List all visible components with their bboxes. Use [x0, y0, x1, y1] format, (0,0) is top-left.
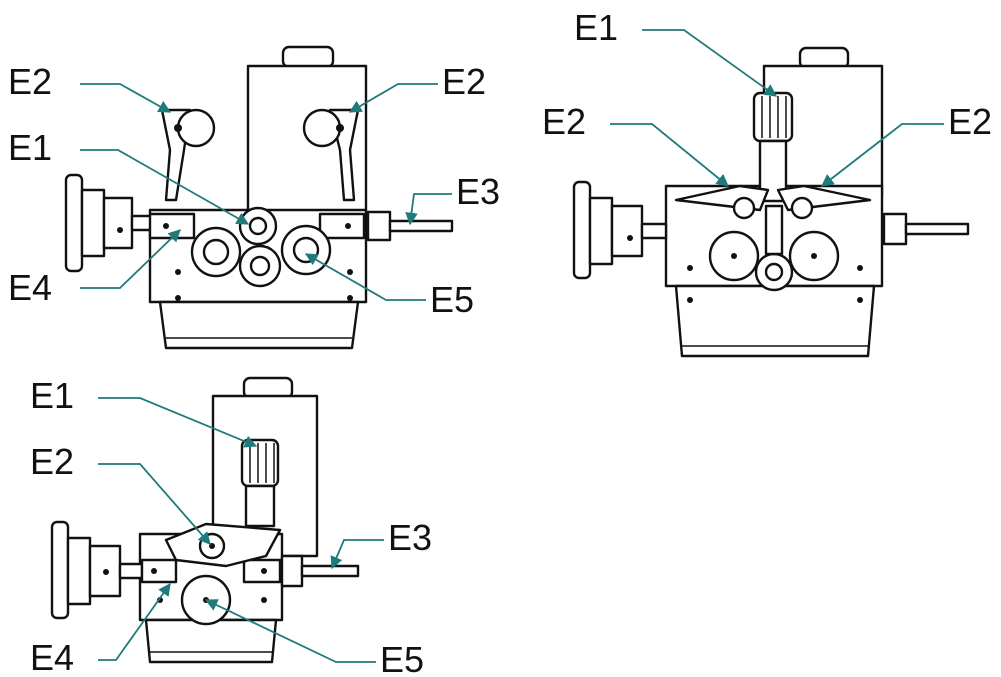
view-dual-arm: [64, 45, 454, 350]
inlet-fitting: [64, 173, 154, 273]
label-drive-roller: E5: [430, 279, 474, 320]
label-drive-roller: E5: [380, 639, 424, 677]
label-wire-outlet: E3: [456, 171, 500, 212]
wire-outlet: [366, 210, 454, 242]
wire-outlet: [882, 212, 970, 246]
view-single-knob: [572, 46, 970, 358]
label-wire-guide: E4: [30, 637, 74, 677]
label-pressure-arm: E2: [30, 441, 74, 482]
drive-roller-group: [190, 206, 332, 288]
view-compact: [50, 376, 360, 664]
callout-labels: E2 E2 E1 E3 E4 E5 E1 E2 E2 E1 E2 E3 E4 E…: [8, 7, 992, 677]
pressure-arm-right: [302, 108, 360, 202]
label-feed-roll-knob: E1: [574, 7, 618, 48]
label-pressure-arm-right: E2: [442, 61, 486, 102]
feed-roll-knob: [752, 91, 794, 203]
label-pressure-arm-left: E2: [542, 101, 586, 142]
wire-guide: [140, 558, 282, 584]
leader-lines: [80, 29, 944, 663]
drive-roller-group: [708, 204, 840, 292]
inlet-fitting: [572, 180, 668, 280]
wire-outlet: [280, 554, 360, 588]
label-feed-roll-knob: E1: [8, 127, 52, 168]
label-pressure-arm-right: E2: [948, 101, 992, 142]
label-feed-roll-knob: E1: [30, 375, 74, 416]
label-wire-outlet: E3: [388, 517, 432, 558]
label-wire-guide: E4: [8, 267, 52, 308]
inlet-fitting: [50, 520, 144, 620]
pressure-arm-left: [160, 108, 216, 202]
label-pressure-arm-left: E2: [8, 61, 52, 102]
feed-roll-knob: [240, 438, 280, 528]
pressure-arm-right: [776, 184, 872, 220]
pressure-arm-left: [674, 184, 770, 220]
